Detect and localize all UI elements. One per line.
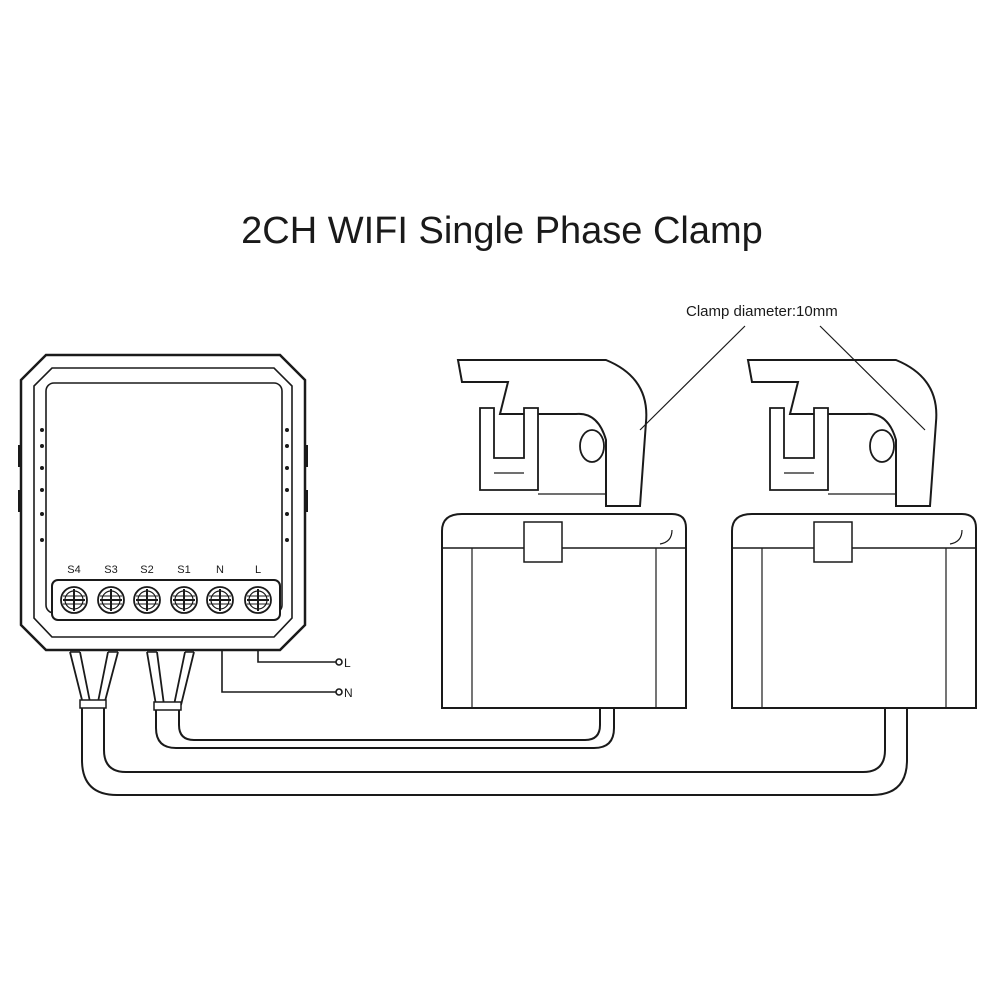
- terminal-label-s2: S2: [140, 564, 153, 576]
- screw-terminal-icon: [133, 586, 161, 614]
- callout-lines: [639, 325, 926, 431]
- screw-terminal-icon: [244, 586, 272, 614]
- screw-terminal-icon: [97, 586, 125, 614]
- screw-terminal-icon: [170, 586, 198, 614]
- sensor-cables: [69, 651, 908, 796]
- terminal-label-s3: S3: [104, 564, 117, 576]
- terminal-block: S4 S3 S2 S1 N L: [60, 564, 272, 614]
- screw-terminal-icon: [206, 586, 234, 614]
- terminal-label-s4: S4: [67, 564, 80, 576]
- current-clamp-1: [441, 359, 687, 709]
- terminal-label-n: N: [216, 564, 224, 576]
- terminal-label-l: L: [255, 564, 261, 576]
- wire-label-neutral: N: [344, 686, 353, 700]
- wire-label-live: L: [344, 656, 351, 670]
- terminal-label-s1: S1: [177, 564, 190, 576]
- diagram-title: 2CH WIFI Single Phase Clamp: [241, 210, 763, 252]
- screw-terminal-icon: [60, 586, 88, 614]
- mains-wires: [221, 650, 343, 696]
- clamp-diameter-note: Clamp diameter:10mm: [686, 303, 838, 320]
- current-clamp-2: [731, 359, 977, 709]
